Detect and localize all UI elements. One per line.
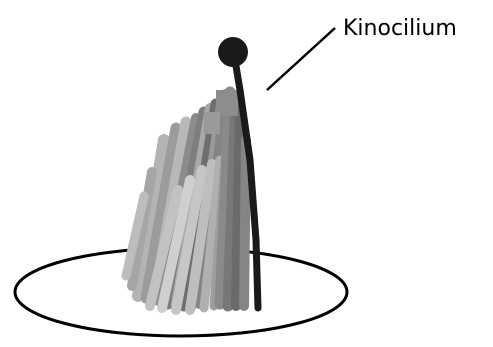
stereocilium bbox=[231, 105, 245, 311]
kinocilium-label: Kinocilium bbox=[343, 16, 457, 41]
label-leader-line bbox=[266, 27, 336, 91]
stereocilium bbox=[127, 167, 157, 291]
stereocilium bbox=[132, 134, 170, 302]
stereocilium bbox=[185, 159, 217, 315]
stereocilium bbox=[140, 122, 182, 304]
stereocilium-tip bbox=[216, 90, 238, 116]
stereocilium bbox=[157, 175, 195, 313]
kinocilium-shaft bbox=[232, 62, 262, 312]
stereocilium bbox=[214, 86, 236, 310]
stereocilium-tip bbox=[204, 112, 220, 134]
kinocilium bbox=[218, 37, 262, 312]
stereocilium bbox=[199, 155, 225, 313]
stereocilia-bundle bbox=[121, 86, 251, 315]
stereocilium bbox=[171, 165, 207, 315]
kinocilium-bulb bbox=[218, 37, 248, 67]
stereocilium bbox=[145, 185, 183, 311]
stereocilium bbox=[239, 135, 251, 311]
stereocilium bbox=[121, 191, 149, 281]
